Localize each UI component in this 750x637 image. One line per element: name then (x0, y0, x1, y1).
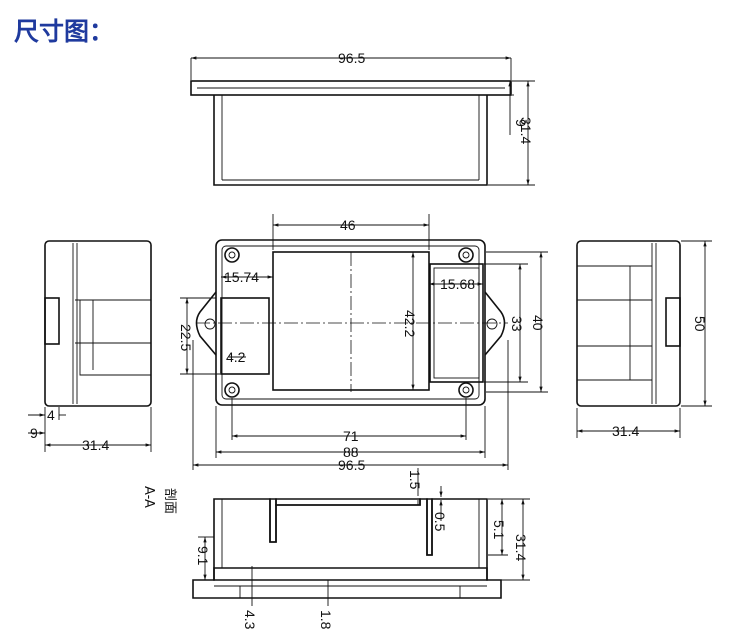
front-view (180, 214, 548, 470)
dim-window-height: 42.2 (402, 310, 418, 337)
dim-sec-flange: 9.1 (195, 546, 211, 566)
section-label: 剖面 (162, 488, 177, 514)
dim-sec-wall: 1.5 (407, 470, 423, 490)
right-side-view (576, 240, 712, 438)
section-hatch (213, 498, 488, 581)
dim-span-88: 88 (343, 444, 359, 460)
screw-holes (224, 247, 474, 398)
page-title: 尺寸图： (14, 17, 115, 46)
dim-side-9: 9 (30, 425, 38, 441)
dim-side-4: 4 (47, 407, 55, 423)
dim-window-width: 46 (340, 217, 356, 233)
section-view (192, 468, 530, 606)
dim-sec-lip: 4.3 (242, 610, 258, 630)
dim-sec-floor: 1.8 (318, 610, 334, 630)
dim-top-flange: 9 (513, 119, 529, 127)
dim-sec-height: 31.4 (513, 534, 529, 561)
dim-body-height: 40 (530, 315, 546, 331)
dim-hole-right: 15.68 (440, 276, 475, 292)
dim-span-96: 96.5 (338, 457, 365, 473)
section-name: A-A (141, 486, 156, 508)
dim-sec-gap: 0.5 (432, 512, 448, 532)
dim-top-width: 96.5 (338, 50, 365, 66)
dim-side-height: 50 (692, 316, 708, 332)
dimension-labels: 96.5 9 31.4 46 15.74 15.68 22.5 42.2 33 … (30, 50, 708, 630)
dim-tab-hole: 4.2 (226, 349, 246, 365)
dim-hole-left: 15.74 (224, 269, 259, 285)
dim-side-width-right: 31.4 (612, 423, 639, 439)
dim-inner-height: 33 (509, 316, 525, 332)
dim-tab-height: 22.5 (178, 324, 194, 351)
dim-top-height: 31.4 (518, 117, 534, 144)
top-view (190, 56, 535, 186)
dim-side-width-left: 31.4 (82, 437, 109, 453)
left-side-view (28, 240, 152, 452)
dim-sec-depth: 5.1 (491, 520, 507, 540)
dim-span-71: 71 (343, 428, 359, 444)
